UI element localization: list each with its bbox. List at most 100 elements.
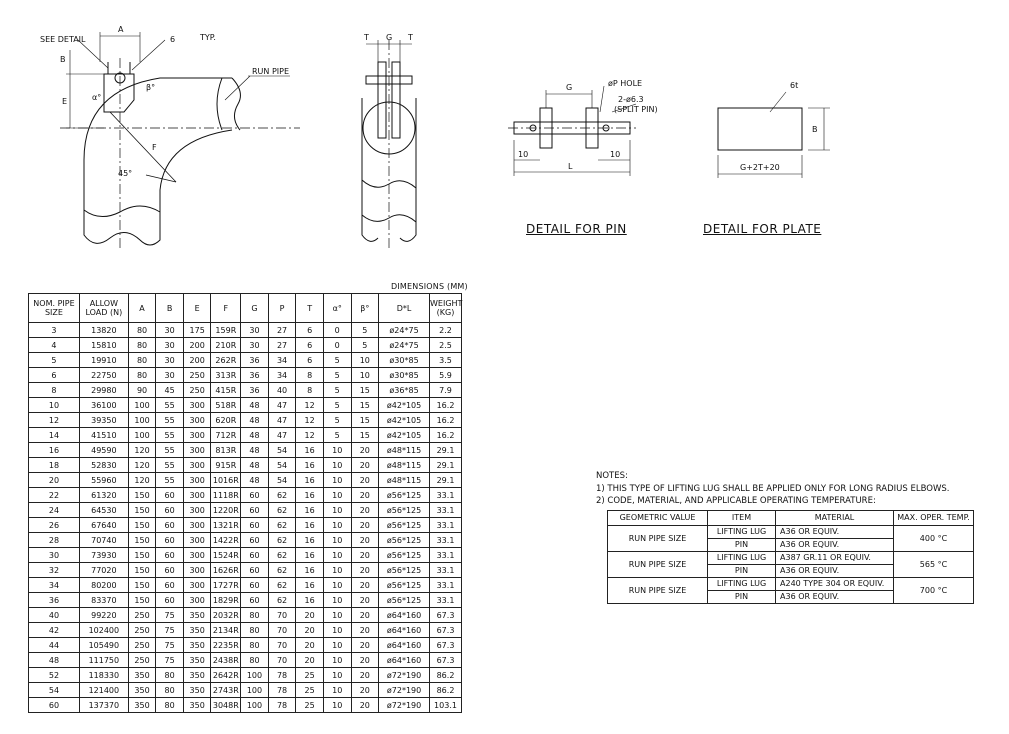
angle-45-label: 45° [118, 169, 132, 178]
table-cell: 20 [350, 562, 380, 578]
table-cell: ø64*160 [378, 637, 431, 653]
material-cell: A240 TYPE 304 OR EQUIV. [775, 577, 894, 591]
table-cell: 20 [295, 652, 324, 668]
table-cell: 150 [127, 592, 157, 608]
table-cell: 33.1 [429, 502, 462, 518]
table-cell: 6 [295, 352, 324, 368]
table-cell: ø64*160 [378, 622, 431, 638]
table-cell: 70740 [78, 532, 129, 548]
table-cell: 15 [350, 382, 380, 398]
table-cell: 300 [182, 412, 212, 428]
table-cell: 73930 [78, 547, 129, 563]
elbow-outer-curve [83, 77, 232, 161]
table-cell: 20 [350, 682, 380, 698]
table-cell: 10 [322, 502, 352, 518]
table-cell: 54 [267, 472, 297, 488]
table-cell: ø56*125 [378, 532, 431, 548]
table-cell: ø64*160 [378, 607, 431, 623]
material-cell: A36 OR EQUIV. [775, 525, 894, 539]
table-cell: 62 [267, 562, 297, 578]
split-pin-label: 2-ø6.3 [618, 95, 644, 104]
temp-col-header: ITEM [707, 510, 776, 526]
table-cell: 105490 [78, 637, 129, 653]
table-cell: 52 [28, 667, 80, 683]
plate-width-label: G+2T+20 [740, 163, 780, 172]
table-cell: 0 [322, 337, 352, 353]
item-cell: PIN [707, 538, 776, 552]
side-t1-label: T [363, 33, 369, 42]
table-cell: 1118R [210, 487, 242, 503]
pin-10-left: 10 [518, 150, 528, 159]
table-cell: ø56*125 [378, 517, 431, 533]
table-cell: 5 [28, 352, 80, 368]
table-cell: 20 [295, 637, 324, 653]
table-cell: 30 [240, 322, 269, 338]
table-cell: 20 [295, 607, 324, 623]
table-cell: 30 [155, 367, 184, 383]
table-cell: 15 [350, 412, 380, 428]
table-cell: 6 [28, 367, 80, 383]
table-cell: ø30*85 [378, 352, 431, 368]
table-cell: ø42*105 [378, 397, 431, 413]
pin-detail [508, 85, 637, 176]
table-cell: 60 [155, 532, 184, 548]
table-cell: 44 [28, 637, 80, 653]
table-cell: 350 [127, 667, 157, 683]
max-temp-cell: 400 °C [893, 525, 974, 552]
table-cell: 29.1 [429, 472, 462, 488]
table-cell: 350 [127, 682, 157, 698]
table-cell: 78 [267, 667, 297, 683]
table-cell: 60 [155, 547, 184, 563]
table-cell: 10 [322, 487, 352, 503]
dim-col-header-line: P [279, 303, 285, 313]
side-view [361, 40, 417, 250]
table-cell: 39350 [78, 412, 129, 428]
pin-g-label: G [566, 83, 572, 92]
table-cell: 4 [28, 337, 80, 353]
table-cell: 1524R [210, 547, 242, 563]
table-cell: 350 [127, 697, 157, 713]
table-cell: 300 [182, 502, 212, 518]
table-cell: 8 [28, 382, 80, 398]
table-cell: 20 [350, 457, 380, 473]
table-cell: 34 [267, 367, 297, 383]
table-cell: 159R [210, 322, 242, 338]
table-cell: 20 [350, 577, 380, 593]
table-cell: 18 [28, 457, 80, 473]
plate-body [717, 107, 803, 151]
table-cell: 60 [240, 577, 269, 593]
table-cell: ø30*85 [378, 367, 431, 383]
table-cell: 137370 [78, 697, 129, 713]
table-cell: 20 [350, 667, 380, 683]
table-cell: 102400 [78, 622, 129, 638]
table-cell: 28 [28, 532, 80, 548]
side-lug-right [391, 61, 401, 139]
side-lug-left [377, 61, 387, 139]
table-cell: 518R [210, 397, 242, 413]
table-cell: 22 [28, 487, 80, 503]
table-cell: 55960 [78, 472, 129, 488]
table-cell: 27 [267, 337, 297, 353]
table-cell: 62 [267, 532, 297, 548]
table-cell: 10 [322, 682, 352, 698]
table-cell: 300 [182, 532, 212, 548]
table-cell: 5 [322, 367, 352, 383]
table-cell: 80 [127, 367, 157, 383]
table-cell: 77020 [78, 562, 129, 578]
table-cell: 16 [295, 517, 324, 533]
table-cell: 300 [182, 577, 212, 593]
table-cell: 300 [182, 442, 212, 458]
table-cell: 8 [295, 367, 324, 383]
table-cell: 5 [350, 337, 380, 353]
item-cell: PIN [707, 590, 776, 604]
table-cell: 350 [182, 637, 212, 653]
table-cell: 20 [295, 622, 324, 638]
item-cell: LIFTING LUG [707, 577, 776, 591]
